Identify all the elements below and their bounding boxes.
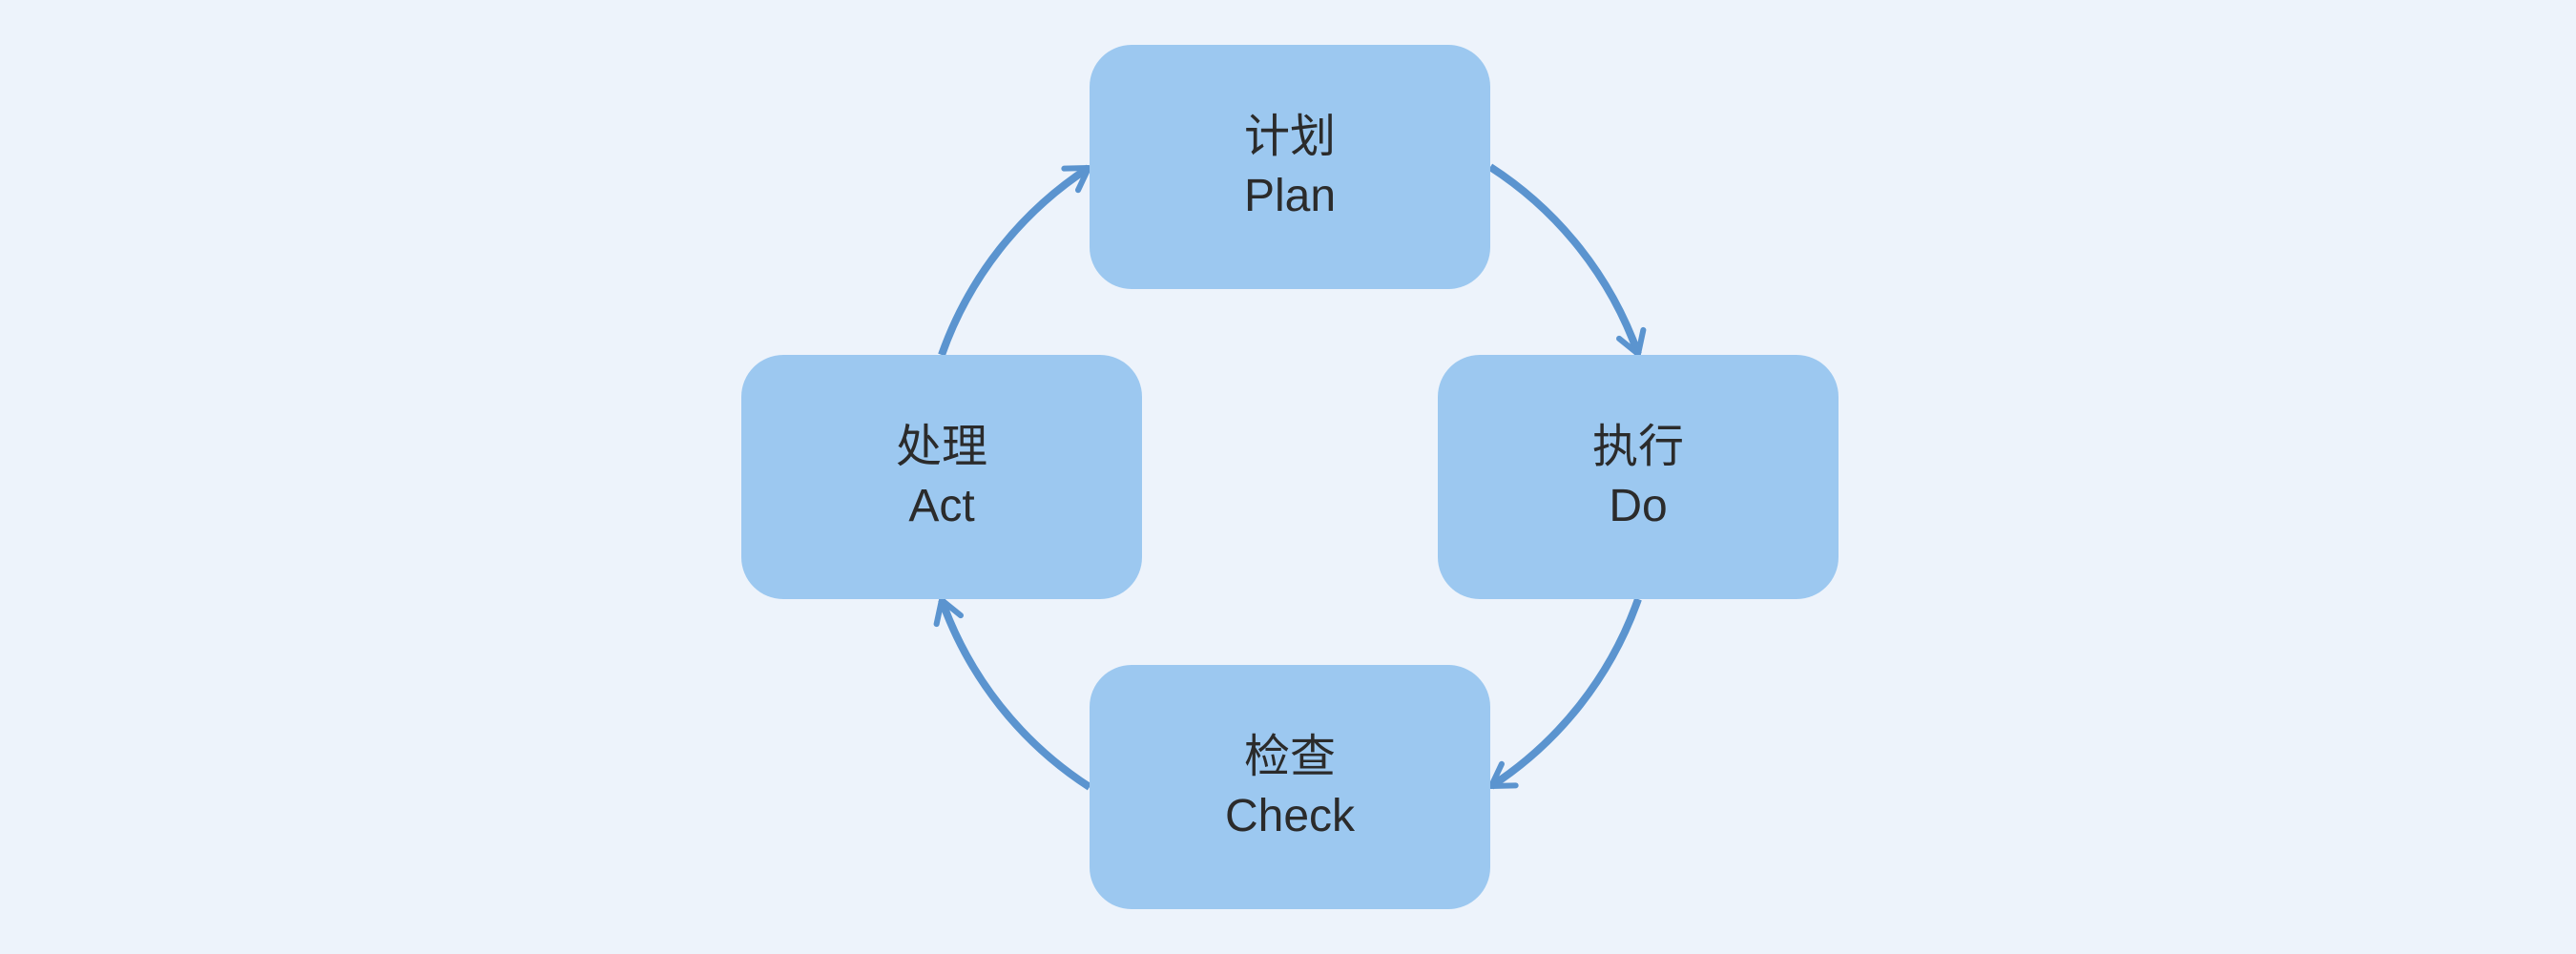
node-act-label-zh: 处理 <box>895 422 987 472</box>
node-plan-label-zh: 计划 <box>1243 112 1336 162</box>
node-check-label-zh: 检查 <box>1243 732 1336 782</box>
arrow-do-to-check <box>1487 597 1642 790</box>
node-do-label-zh: 执行 <box>1591 422 1684 472</box>
node-check-label-en: Check <box>1224 791 1356 841</box>
arrow-act-to-plan <box>938 164 1092 357</box>
node-check: 检查 Check <box>1090 665 1490 909</box>
arrow-plan-to-do <box>1487 163 1647 358</box>
node-do: 执行 Do <box>1438 355 1839 599</box>
node-do-label-en: Do <box>1609 481 1668 531</box>
arrow-check-to-act <box>933 596 1092 791</box>
node-plan: 计划 Plan <box>1090 45 1490 289</box>
node-act-label-en: Act <box>908 481 975 531</box>
node-plan-label-en: Plan <box>1243 171 1337 221</box>
node-act: 处理 Act <box>741 355 1142 599</box>
